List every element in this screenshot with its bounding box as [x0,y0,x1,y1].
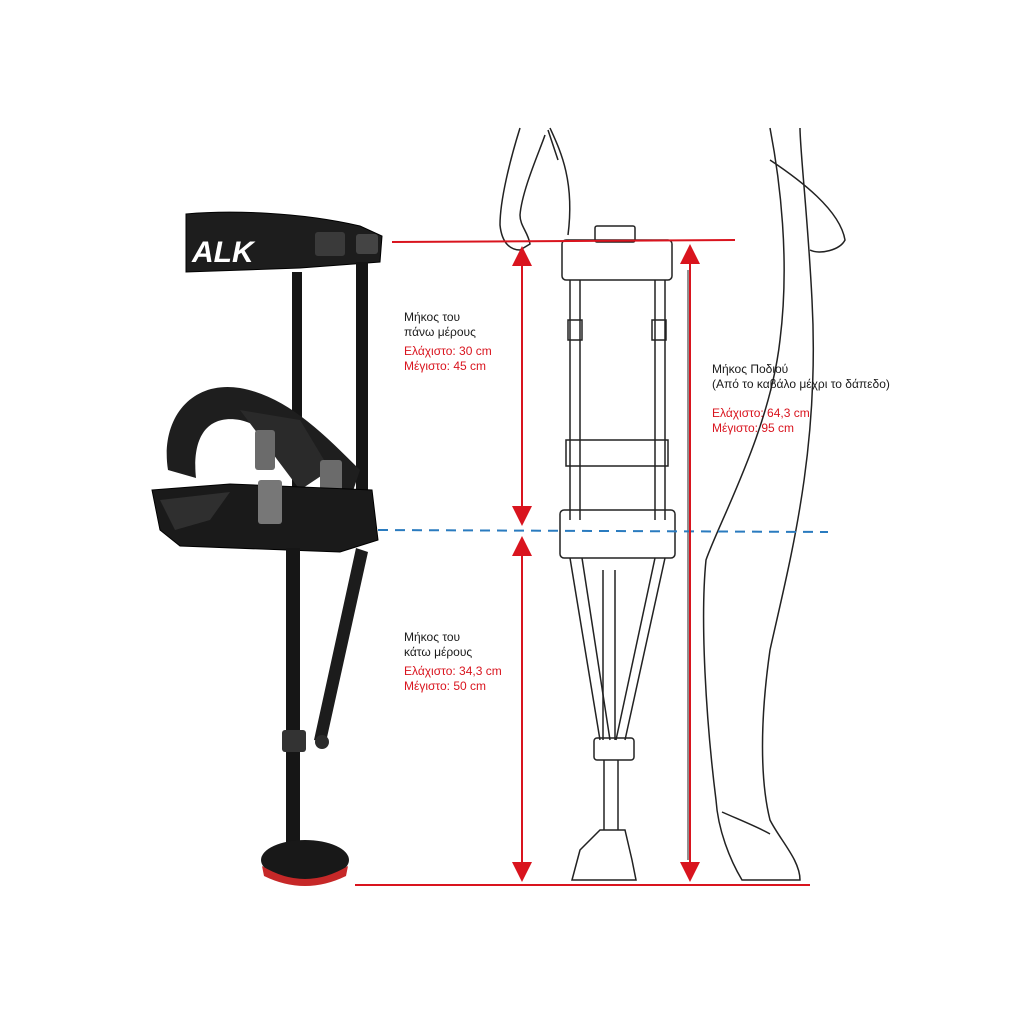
lower-max: Μέγιστο: 50 cm [404,679,487,693]
rear-upright [292,272,302,522]
upper-title-line2: πάνω μέρους [404,325,476,339]
shin-buckle [255,430,275,470]
shin-strap [166,386,360,500]
rubber-foot [261,840,349,880]
top-reference-line [391,239,736,243]
leg-title-line2: (Από το καβάλο μέχρι το δάπεδο) [712,377,890,391]
lower-title-line1: Μήκος του [404,630,461,644]
front-upright [356,262,368,522]
leg-min: Ελάχιστο: 64,3 cm [712,406,810,420]
thigh-strap [185,211,383,273]
upper-length-label: Μήκος του πάνω μέρους Ελάχιστο: 30 cm Μέ… [404,310,492,374]
lower-min: Ελάχιστο: 34,3 cm [404,664,502,678]
leg-title-line1: Μήκος Ποδιού [712,362,789,376]
reference-person [702,127,815,881]
brand-logo: ALK [191,236,256,269]
lower-title-line2: κάτω μέρους [404,645,473,659]
diagonal-strut [314,548,368,742]
thigh-buckle [315,232,345,256]
upper-min: Ελάχιστο: 30 cm [404,344,492,358]
upper-title-line1: Μήκος του [404,310,461,324]
lower-pole [286,548,300,848]
upper-max: Μέγιστο: 45 cm [404,359,487,373]
leg-max: Μέγιστο: 95 cm [712,421,795,435]
lower-length-label: Μήκος του κάτω μέρους Ελάχιστο: 34,3 cm … [404,630,502,694]
leg-length-label: Μήκος Ποδιού (Από το καβάλο μέχρι το δάπ… [712,362,890,436]
knee-reference-line [377,529,829,533]
